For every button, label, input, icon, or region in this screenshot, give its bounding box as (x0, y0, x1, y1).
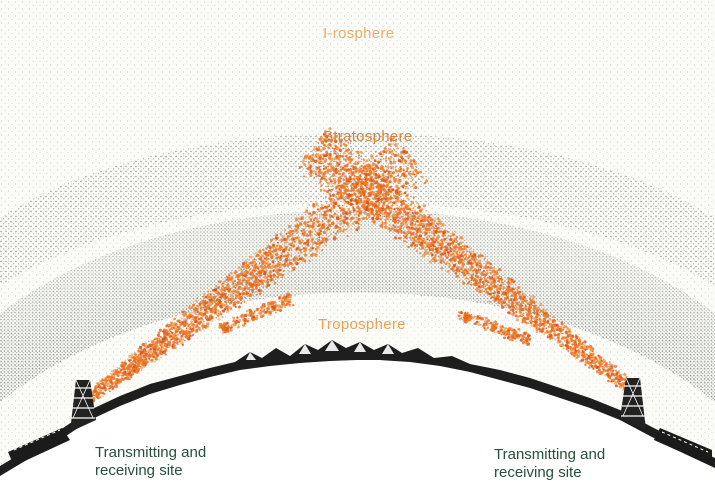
ionosphere-label: I-rosphere (323, 25, 394, 42)
right-site-label: Transmitting and receiving site (494, 446, 605, 482)
stratosphere-label: Stratosphere (323, 128, 412, 145)
left-site-label: Transmitting and receiving site (95, 444, 206, 480)
right-site-label-line2: receiving site (494, 464, 605, 482)
left-site-label-line1: Transmitting and (95, 444, 206, 462)
troposphere-label: Troposphere (318, 316, 406, 333)
right-site-label-line1: Transmitting and (494, 446, 605, 464)
left-site-label-line2: receiving site (95, 462, 206, 480)
